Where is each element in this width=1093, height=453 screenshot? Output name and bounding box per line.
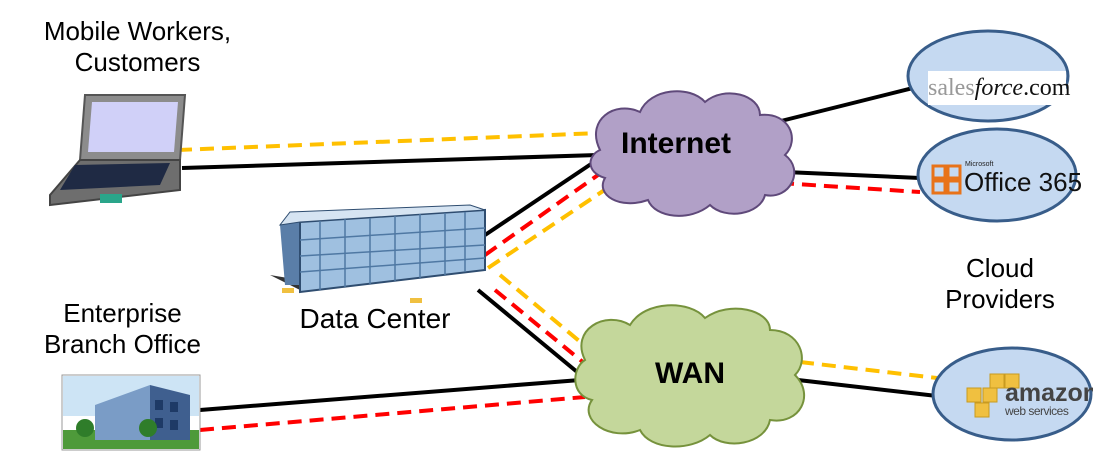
branch-office-icon bbox=[61, 374, 201, 451]
link-dc-wan-black bbox=[476, 288, 584, 378]
branch-label-line1: Enterprise bbox=[63, 298, 182, 328]
office-main-text: Office 365 bbox=[964, 167, 1083, 197]
link-wan-amazon-yellow bbox=[799, 360, 938, 380]
link-dc-internet-red bbox=[483, 168, 607, 257]
cloud-providers-label: Cloud Providers bbox=[925, 253, 1075, 315]
link-internet-office-black bbox=[784, 170, 921, 180]
mobile-label: Mobile Workers, Customers bbox=[10, 16, 265, 78]
wan-cloud bbox=[574, 304, 806, 448]
office-ellipse bbox=[916, 127, 1078, 223]
amazon-sub-text: web services bbox=[1005, 404, 1069, 418]
office-logo-icon bbox=[931, 164, 962, 195]
office-microsoft-text: Microsoft bbox=[965, 161, 994, 168]
link-laptop-internet-yellow bbox=[177, 131, 601, 152]
data-center-icon bbox=[270, 204, 486, 303]
amazon-main-text: amazon bbox=[1005, 379, 1093, 407]
wan-label: WAN bbox=[655, 357, 725, 390]
link-branch-wan-black bbox=[199, 378, 581, 412]
mobile-label-line2: Customers bbox=[74, 47, 201, 77]
salesforce-logo: salesforce.com bbox=[928, 71, 1070, 105]
laptop-icon bbox=[49, 94, 187, 207]
link-internet-office-red bbox=[779, 181, 921, 194]
branch-label-line2: Branch Office bbox=[43, 329, 202, 359]
mobile-label-line1: Mobile Workers, bbox=[43, 16, 232, 46]
cloud-label-line2: Providers bbox=[945, 284, 1055, 314]
link-dc-internet-yellow bbox=[486, 183, 614, 270]
link-wan-amazon-black bbox=[797, 378, 938, 398]
salesforce-part3: .com bbox=[1023, 75, 1071, 101]
branch-label: Enterprise Branch Office bbox=[15, 298, 230, 360]
link-laptop-internet-black bbox=[181, 153, 599, 170]
data-center-label: Data Center bbox=[299, 303, 451, 334]
link-dc-wan-red bbox=[493, 288, 597, 374]
amazon-ellipse bbox=[931, 346, 1093, 442]
link-branch-wan-red bbox=[199, 395, 586, 432]
internet-cloud bbox=[589, 90, 796, 217]
amazon-cubes-icon bbox=[966, 373, 1020, 418]
salesforce-part2: force bbox=[974, 75, 1024, 101]
cloud-label-line1: Cloud bbox=[966, 253, 1034, 283]
link-dc-internet-black bbox=[483, 156, 602, 237]
internet-label: Internet bbox=[621, 127, 732, 160]
salesforce-part1: sales bbox=[928, 75, 975, 101]
